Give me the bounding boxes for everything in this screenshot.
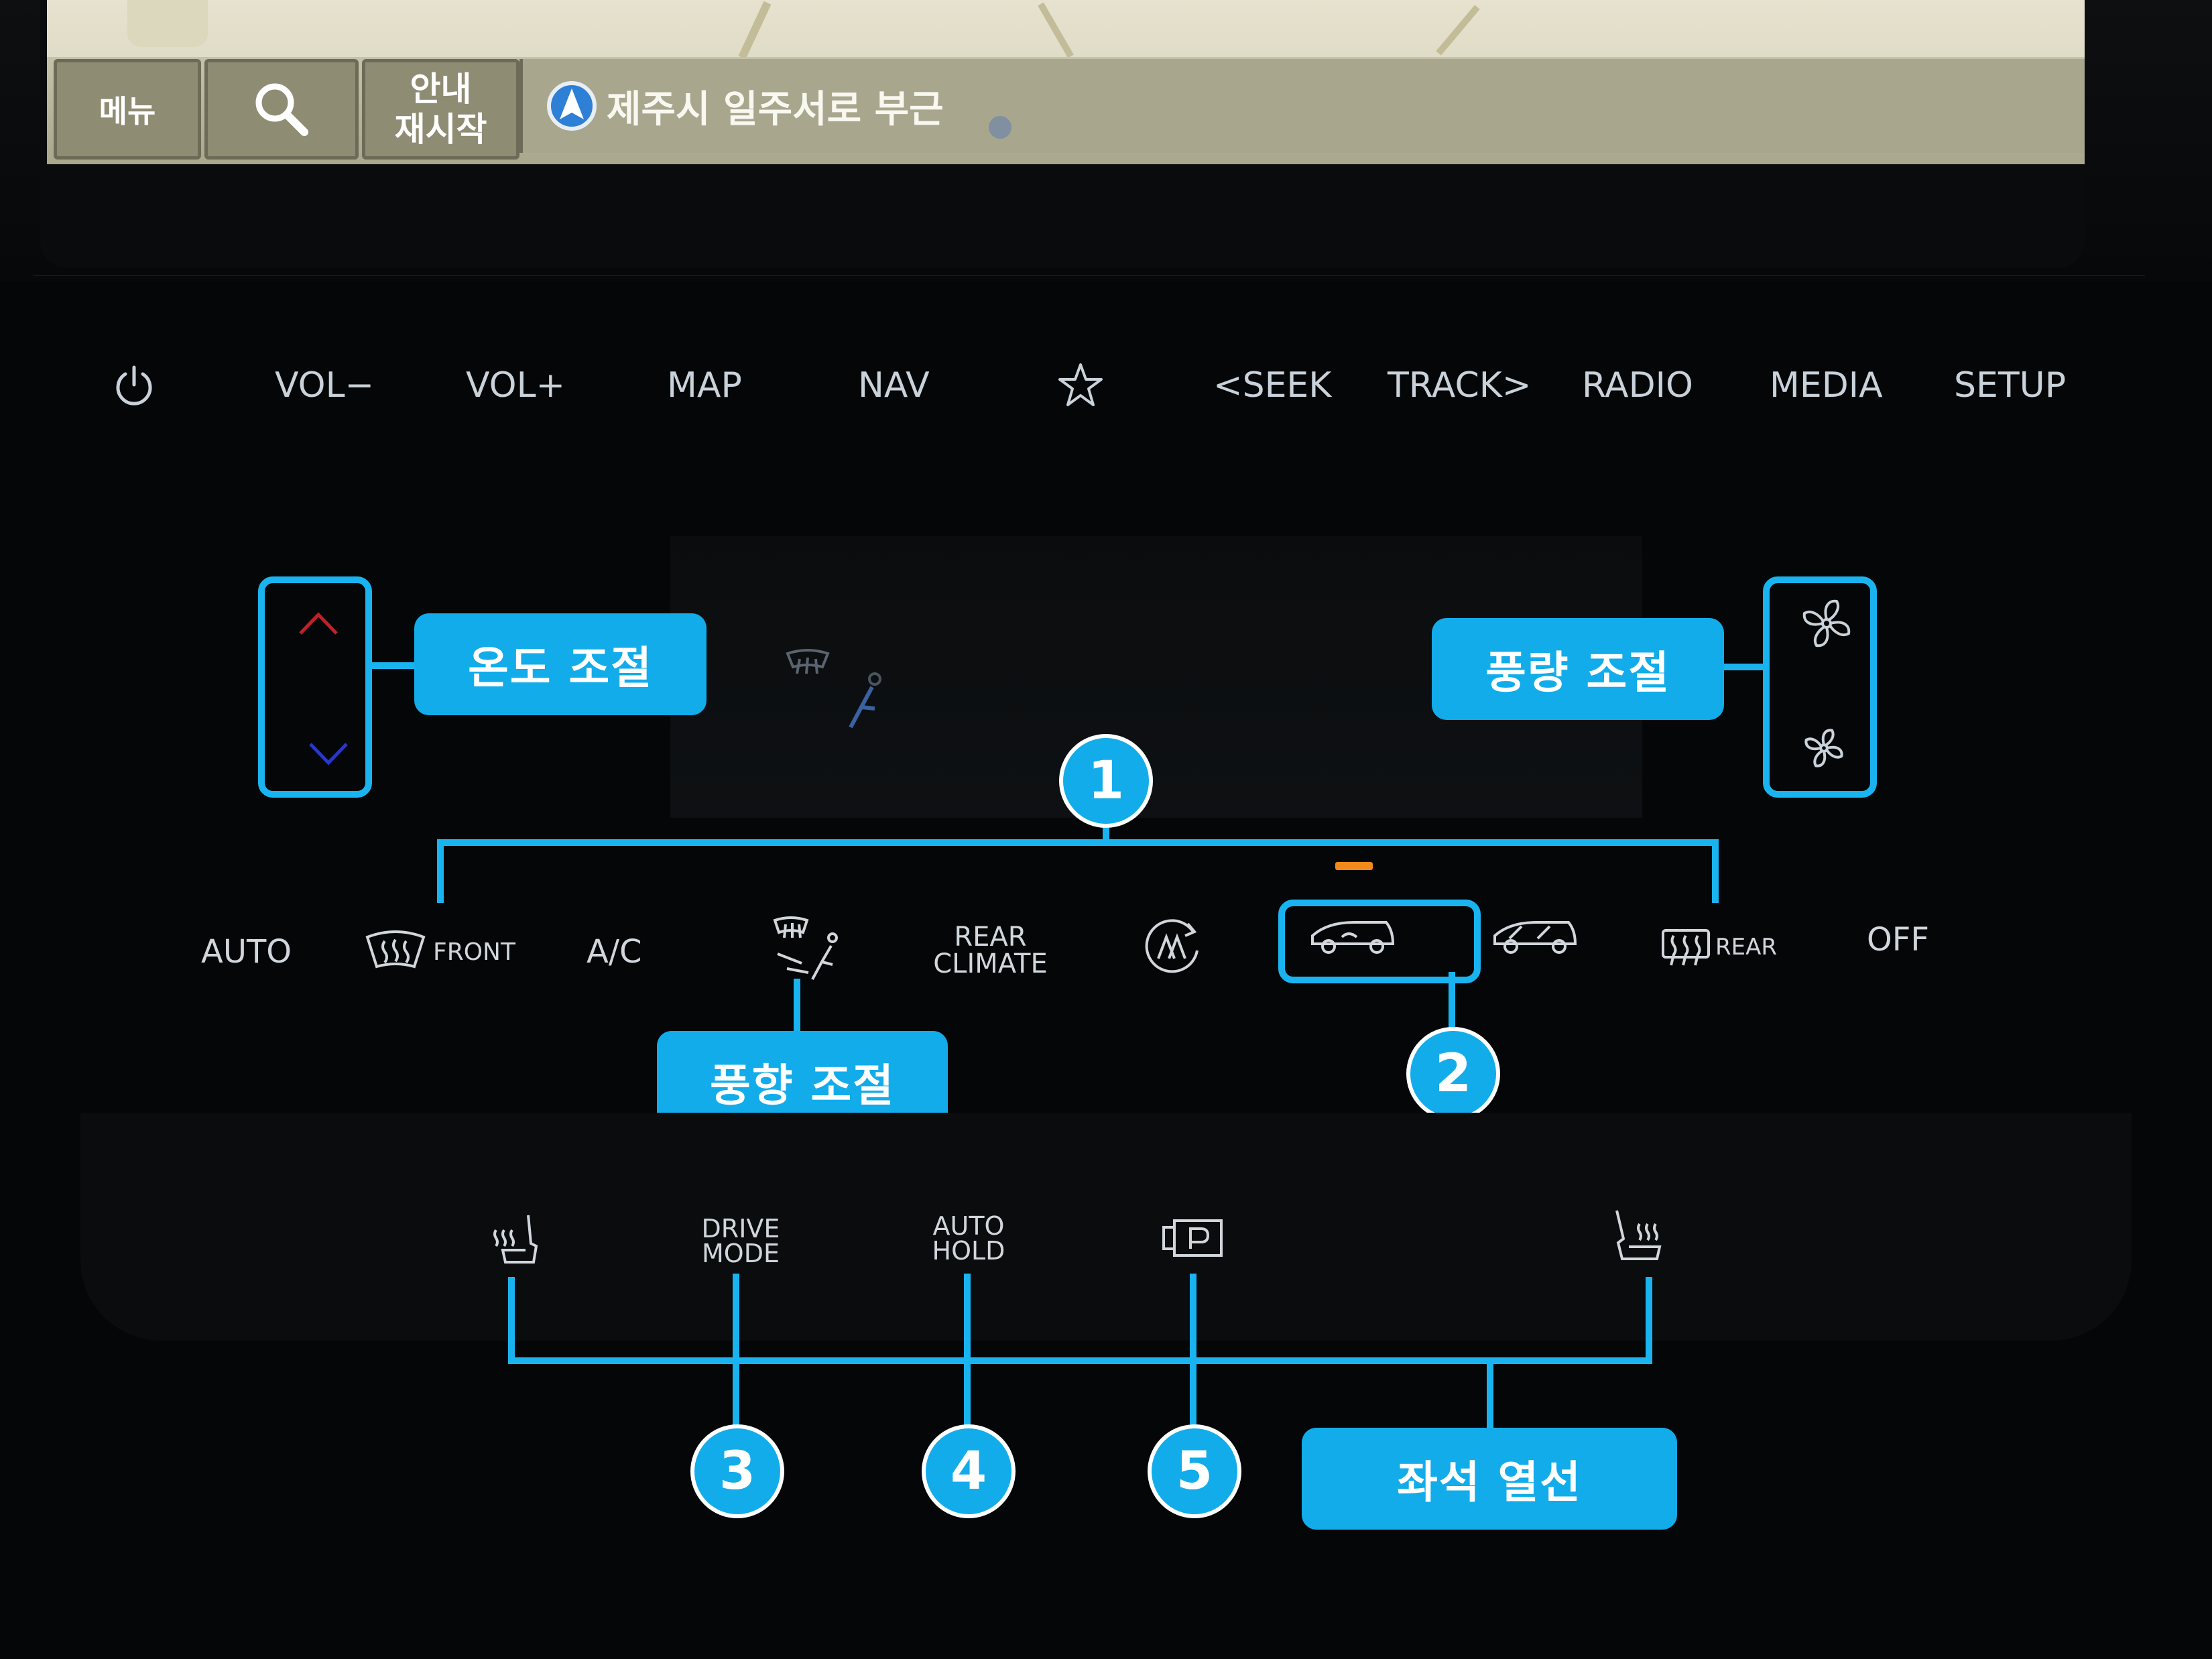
fan-speed-callout: 풍량 조절 bbox=[1432, 618, 1724, 720]
seat-bracket-horizontal bbox=[508, 1357, 1652, 1364]
seat-bracket-left bbox=[508, 1277, 515, 1364]
vol-up-button[interactable]: VOL+ bbox=[466, 365, 566, 406]
location-arrow-icon bbox=[547, 81, 597, 131]
map-button[interactable]: MAP bbox=[667, 365, 742, 406]
restart-guidance-label: 안내 재시작 bbox=[394, 70, 487, 149]
marker-2: 2 bbox=[1406, 1027, 1500, 1121]
favorite-star-icon[interactable] bbox=[1056, 361, 1105, 410]
ac-button[interactable]: A/C bbox=[587, 933, 642, 971]
compass-icon bbox=[989, 116, 1011, 139]
seat-bracket-right bbox=[1646, 1277, 1652, 1364]
bracket-1-stem bbox=[1103, 818, 1109, 845]
marker-1: 1 bbox=[1059, 734, 1153, 828]
mode-indicator-light bbox=[1335, 862, 1373, 870]
menu-button[interactable]: 메뉴 bbox=[54, 59, 201, 160]
fan-down-icon[interactable] bbox=[1800, 724, 1848, 772]
marker-3: 3 bbox=[690, 1424, 784, 1518]
rear-climate-button[interactable]: REAR CLIMATE bbox=[933, 922, 1048, 979]
bracket-1-horizontal bbox=[437, 839, 1719, 846]
airflow-status-icon bbox=[786, 649, 881, 729]
vol-down-button[interactable]: VOL− bbox=[275, 365, 375, 406]
current-location-text: 제주시 일주서로 부근 bbox=[607, 88, 944, 131]
temp-callout: 온도 조절 bbox=[414, 613, 706, 715]
air-direction-connector bbox=[794, 979, 800, 1032]
auto-hold-button[interactable]: AUTO HOLD bbox=[932, 1211, 1005, 1266]
auto-button[interactable]: AUTO bbox=[201, 933, 292, 971]
temp-up-icon[interactable] bbox=[295, 607, 342, 640]
temperature-frame bbox=[258, 576, 372, 798]
driver-seat-heater-icon[interactable] bbox=[489, 1210, 550, 1270]
cabin-mode-frame bbox=[1278, 900, 1481, 983]
marker-5-connector bbox=[1190, 1274, 1196, 1434]
power-icon[interactable] bbox=[111, 362, 158, 409]
search-icon bbox=[255, 83, 308, 136]
parking-camera-icon[interactable] bbox=[1161, 1217, 1225, 1259]
temp-down-icon[interactable] bbox=[305, 737, 352, 771]
rear-defrost-icon bbox=[1662, 929, 1710, 966]
marker-3-connector bbox=[733, 1274, 739, 1434]
drive-mode-button[interactable]: DRIVE MODE bbox=[701, 1214, 780, 1268]
lower-panel bbox=[80, 1113, 2132, 1341]
fan-connector bbox=[1723, 664, 1764, 670]
location-bar bbox=[519, 59, 2085, 153]
marker-4-connector bbox=[964, 1274, 971, 1434]
marker-2-connector bbox=[1449, 972, 1455, 1066]
air-direction-icon[interactable] bbox=[771, 915, 845, 989]
climate-off-button[interactable]: OFF bbox=[1867, 921, 1929, 959]
marker-5: 5 bbox=[1148, 1424, 1241, 1518]
passenger-seat-heater-icon[interactable] bbox=[1609, 1205, 1669, 1266]
fan-speed-frame bbox=[1763, 576, 1877, 798]
seek-button[interactable]: <SEEK bbox=[1213, 365, 1332, 406]
search-button[interactable] bbox=[204, 59, 359, 160]
radio-button[interactable]: RADIO bbox=[1582, 365, 1693, 406]
restart-guidance-button[interactable]: 안내 재시작 bbox=[362, 59, 519, 160]
fan-up-icon[interactable] bbox=[1796, 593, 1857, 654]
track-button[interactable]: TRACK> bbox=[1388, 365, 1532, 406]
setup-button[interactable]: SETUP bbox=[1954, 365, 2067, 406]
bezel-divider bbox=[34, 275, 2145, 276]
bracket-1-right bbox=[1712, 839, 1719, 903]
temp-connector bbox=[365, 662, 416, 669]
seat-bracket-stem bbox=[1487, 1357, 1493, 1431]
front-defrost-icon bbox=[365, 930, 426, 969]
nav-button[interactable]: NAV bbox=[858, 365, 930, 406]
front-defrost-button[interactable]: FRONT bbox=[362, 918, 516, 985]
bracket-1-left bbox=[437, 839, 444, 903]
recirculation-icon[interactable] bbox=[1140, 912, 1207, 979]
media-button[interactable]: MEDIA bbox=[1770, 365, 1883, 406]
rear-defrost-button[interactable]: REAR bbox=[1659, 917, 1780, 977]
front-label: FRONT bbox=[433, 938, 515, 966]
rear-label: REAR bbox=[1715, 934, 1777, 961]
menu-label: 메뉴 bbox=[99, 93, 156, 129]
marker-4: 4 bbox=[922, 1424, 1016, 1518]
all-seats-car-icon[interactable] bbox=[1489, 917, 1580, 957]
driver-only-car-icon[interactable] bbox=[1307, 917, 1398, 957]
seat-heating-callout: 좌석 열선 bbox=[1302, 1428, 1677, 1530]
